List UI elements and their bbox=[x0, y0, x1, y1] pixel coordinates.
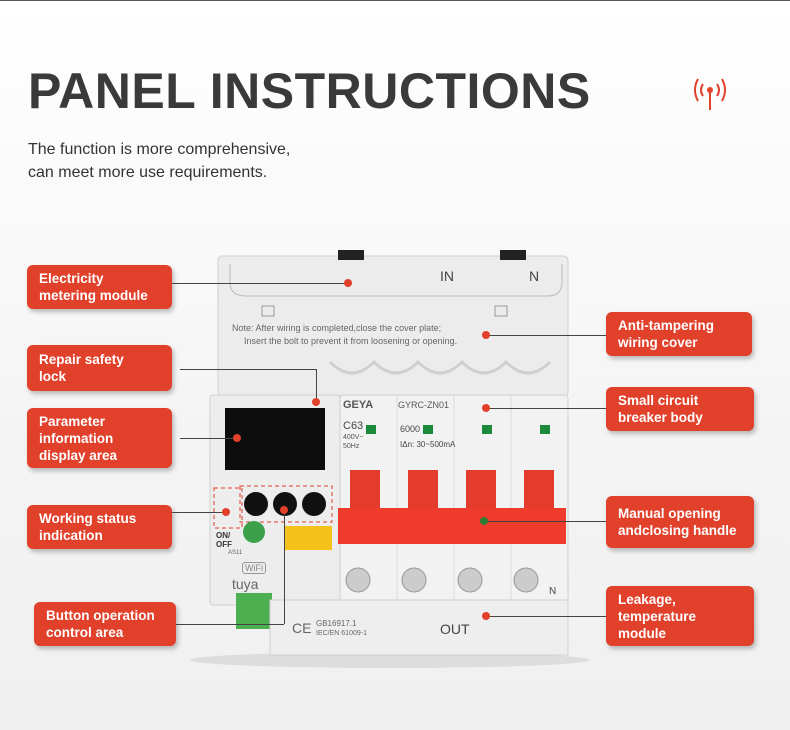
subtitle-line-2: can meet more use requirements. bbox=[28, 164, 268, 181]
breaking-label: 6000 bbox=[400, 424, 421, 434]
dot-leakage bbox=[482, 612, 490, 620]
label-metering-module: Electricity metering module bbox=[27, 265, 172, 309]
label-manual-handle: Manual opening andclosing handle bbox=[606, 496, 754, 548]
voltage-label: 400V~ bbox=[343, 434, 364, 441]
dot-working bbox=[222, 508, 230, 516]
wifi-tag: WiFi bbox=[242, 562, 266, 574]
label-parameter-display: Parameter information display area bbox=[27, 408, 172, 468]
dot-button bbox=[280, 506, 288, 514]
cover-note-1: Note: After wiring is completed,close th… bbox=[232, 323, 442, 333]
in-label: IN bbox=[440, 268, 454, 284]
dot-parameter bbox=[233, 434, 241, 442]
line-manual bbox=[486, 521, 606, 522]
dot-repair bbox=[312, 398, 320, 406]
line-anti bbox=[486, 335, 606, 336]
freq-label: 50Hz bbox=[343, 443, 360, 450]
rating-label: C63 bbox=[343, 420, 364, 432]
brand-label: GEYA bbox=[343, 399, 374, 411]
model-small: AS11 bbox=[228, 550, 243, 556]
page-title: PANEL INSTRUCTIONS bbox=[28, 63, 591, 119]
wireless-signal-icon bbox=[694, 78, 726, 110]
label-breaker-body: Small circuit breaker body bbox=[606, 387, 754, 431]
line-metering bbox=[172, 283, 348, 284]
top-divider bbox=[0, 0, 790, 1]
line-breaker bbox=[486, 408, 606, 409]
leak-range-label: IΔn: 30~500mA bbox=[400, 440, 456, 449]
line-leakage bbox=[488, 616, 606, 617]
ce-mark: CE bbox=[292, 620, 312, 636]
label-working-status: Working status indication bbox=[27, 505, 172, 549]
label-button-control: Button operation control area bbox=[34, 602, 176, 646]
dot-manual bbox=[480, 517, 488, 525]
standard-1: GB16917.1 bbox=[316, 619, 357, 628]
onoff-on: ON/ bbox=[216, 531, 231, 540]
line-button-h bbox=[176, 624, 284, 625]
onoff-off: OFF bbox=[216, 540, 232, 549]
label-leakage-module: Leakage, temperature module bbox=[606, 586, 754, 646]
n-top-label: N bbox=[529, 268, 540, 284]
dot-anti bbox=[482, 331, 490, 339]
model-label: GYRC-ZN01 bbox=[398, 400, 450, 410]
line-parameter bbox=[180, 438, 234, 439]
dot-breaker bbox=[482, 404, 490, 412]
dot-metering bbox=[344, 279, 352, 287]
page-subtitle: The function is more comprehensive, can … bbox=[28, 138, 290, 184]
label-repair-lock: Repair safety lock bbox=[27, 345, 172, 391]
standard-2: IEC/EN 61009-1 bbox=[316, 630, 367, 637]
line-working bbox=[172, 512, 226, 513]
cover-note-2: Insert the bolt to prevent it from loose… bbox=[244, 336, 458, 346]
label-anti-tampering: Anti-tampering wiring cover bbox=[606, 312, 752, 356]
n-bottom-label: N bbox=[549, 586, 557, 597]
line-repair-v bbox=[316, 369, 317, 401]
tuya-logo: tuya bbox=[232, 576, 259, 592]
subtitle-line-1: The function is more comprehensive, bbox=[28, 141, 291, 158]
line-repair bbox=[180, 369, 316, 370]
line-button-v bbox=[284, 510, 285, 624]
out-label: OUT bbox=[440, 621, 470, 637]
